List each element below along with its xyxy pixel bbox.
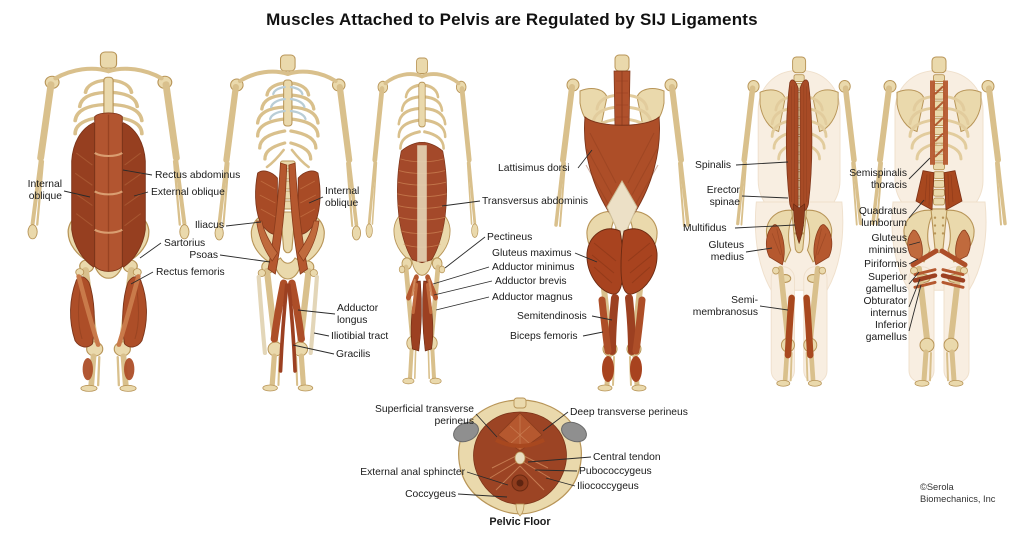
leader-lines [63,149,931,498]
label-superior-gamellus: Superior gamellus [865,272,907,295]
label-semispinalis-thoracis: Semispinalis thoracis [849,168,907,191]
leader-pubococcygeus [534,469,578,472]
leader-obturator-internus [908,278,921,308]
label-iliococcygeus: Iliococcygeus [577,481,639,492]
label-piriformis: Piriformis [864,259,907,270]
leader-pectineus [444,236,486,269]
leader-semispinalis-thoracis [908,157,931,180]
leader-external-anal-sphincter [466,471,509,486]
figure6-muscles [907,80,971,289]
label-erector-spinae: Erector spinae [706,185,740,208]
leader-adductor-minimus [432,266,490,285]
leader-sartorius [139,242,162,259]
figure-4-posterior-superficial [556,55,688,391]
leader-erector-spinae [741,195,789,199]
figure-3-anterior-deep [366,58,478,384]
figure1-muscles [70,112,147,381]
copyright-line2: Biomechanics, Inc [920,494,996,505]
pelvic-floor-caption: Pelvic Floor [489,516,551,528]
figure-1-anterior-superficial [28,52,189,391]
leader-iliacus [225,221,262,227]
leader-adductor-longus [297,309,336,315]
leader-external-oblique [133,191,149,197]
figure-2-anterior-intermediate [215,55,361,391]
label-rectus-femoris: Rectus femoris [156,267,225,278]
leader-internal-oblique-fig2 [308,196,324,204]
label-external-anal-sphincter: External anal sphincter [360,467,465,478]
copyright-line1: ©Serola [920,482,954,492]
figure-6-posterior-deep [873,57,1005,386]
label-rectus-abdominus: Rectus abdominus [155,170,241,181]
label-semitendinosis: Semitendinosis [517,311,587,322]
leader-piriformis [908,258,919,265]
figure3-muscles [397,142,447,352]
label-gluteus-maximus: Gluteus maximus [492,248,572,259]
leader-lattisimus-dorsi [577,149,593,169]
leader-inferior-gamellus [908,284,922,332]
label-deep-transverse-perineus: Deep transverse perineus [570,407,688,418]
leader-gluteus-maximus [574,252,598,263]
label-adductor-magnus: Adductor magnus [492,292,573,303]
leader-deep-transverse-perineus [542,411,569,432]
label-quadratus-lumborum: Quadratus lumborum [858,206,907,229]
leader-quadratus-lumborum [908,199,925,219]
leader-semi-membranosus [759,305,789,311]
leader-rectus-femoris [130,271,154,285]
leader-coccygeus [457,493,508,498]
label-spinalis: Spinalis [695,160,732,171]
label-gluteus-medius: Gluteus medius [708,240,745,263]
label-lattisimus-dorsi: Lattisimus dorsi [498,163,570,174]
leader-transversus-abdominis [441,200,481,207]
leader-iliococcygeus [545,477,576,487]
leader-gracilis [292,344,335,355]
label-gracilis: Gracilis [336,349,371,360]
label-inferior-gamellus: Inferior gamellus [865,320,907,343]
label-external-oblique: External oblique [151,187,225,198]
label-pectineus: Pectineus [487,232,533,243]
leader-central-tendon [527,456,592,463]
leader-semitendinosis [591,315,613,321]
label-coccygeus: Coccygeus [405,489,456,500]
leader-rectus-abdominus [122,169,153,176]
label-psoas: Psoas [189,250,218,261]
label-transversus-abdominis: Transversus abdominis [482,196,589,207]
leader-internal-oblique-fig1 [63,190,91,198]
diagram-title: Muscles Attached to Pelvis are Regulated… [266,10,758,29]
leader-adductor-magnus [435,296,490,311]
leader-gluteus-minimus [908,241,921,246]
label-semi-membranosus: Semi-membranosus [692,295,758,318]
leader-gluteus-medius [745,247,773,253]
label-adductor-brevis: Adductor brevis [495,276,567,287]
label-multifidus: Multifidus [683,223,727,234]
leader-spinalis [735,161,789,166]
label-adductor-minimus: Adductor minimus [492,262,575,273]
label-superficial-transverse-perineus: Superficial transverse perineus [374,404,474,427]
leader-psoas [219,254,271,263]
label-central-tendon: Central tendon [593,452,661,463]
figure2-muscles [255,85,321,373]
leader-adductor-brevis [433,280,493,296]
label-biceps-femoris: Biceps femoris [510,331,578,342]
leader-biceps-femoris [582,331,604,337]
figure-5-posterior-intermediate [738,57,861,386]
label-internal-oblique-fig1: Internal oblique [27,179,62,202]
figure4-muscles [584,70,660,382]
label-sartorius: Sartorius [164,238,206,249]
leader-multifidus [734,224,796,229]
label-iliacus: Iliacus [194,220,224,231]
leader-superficial-transverse-perineus [475,413,498,438]
label-obturator-internus: Obturator internus [863,296,908,319]
copyright: ©Serola Biomechanics, Inc [920,481,1012,505]
leader-superior-gamellus [908,271,920,285]
label-pubococcygeus: Pubococcygeus [579,466,652,477]
leader-iliotibial-tract [313,332,330,337]
label-gluteus-minimus: Gluteus minimus [868,233,907,256]
label-iliotibial-tract: Iliotibial tract [331,331,389,342]
label-internal-oblique-fig2: Internal oblique [325,186,360,209]
figure5-muscles [765,79,833,359]
label-adductor-longus: Adductor longus [337,303,379,326]
